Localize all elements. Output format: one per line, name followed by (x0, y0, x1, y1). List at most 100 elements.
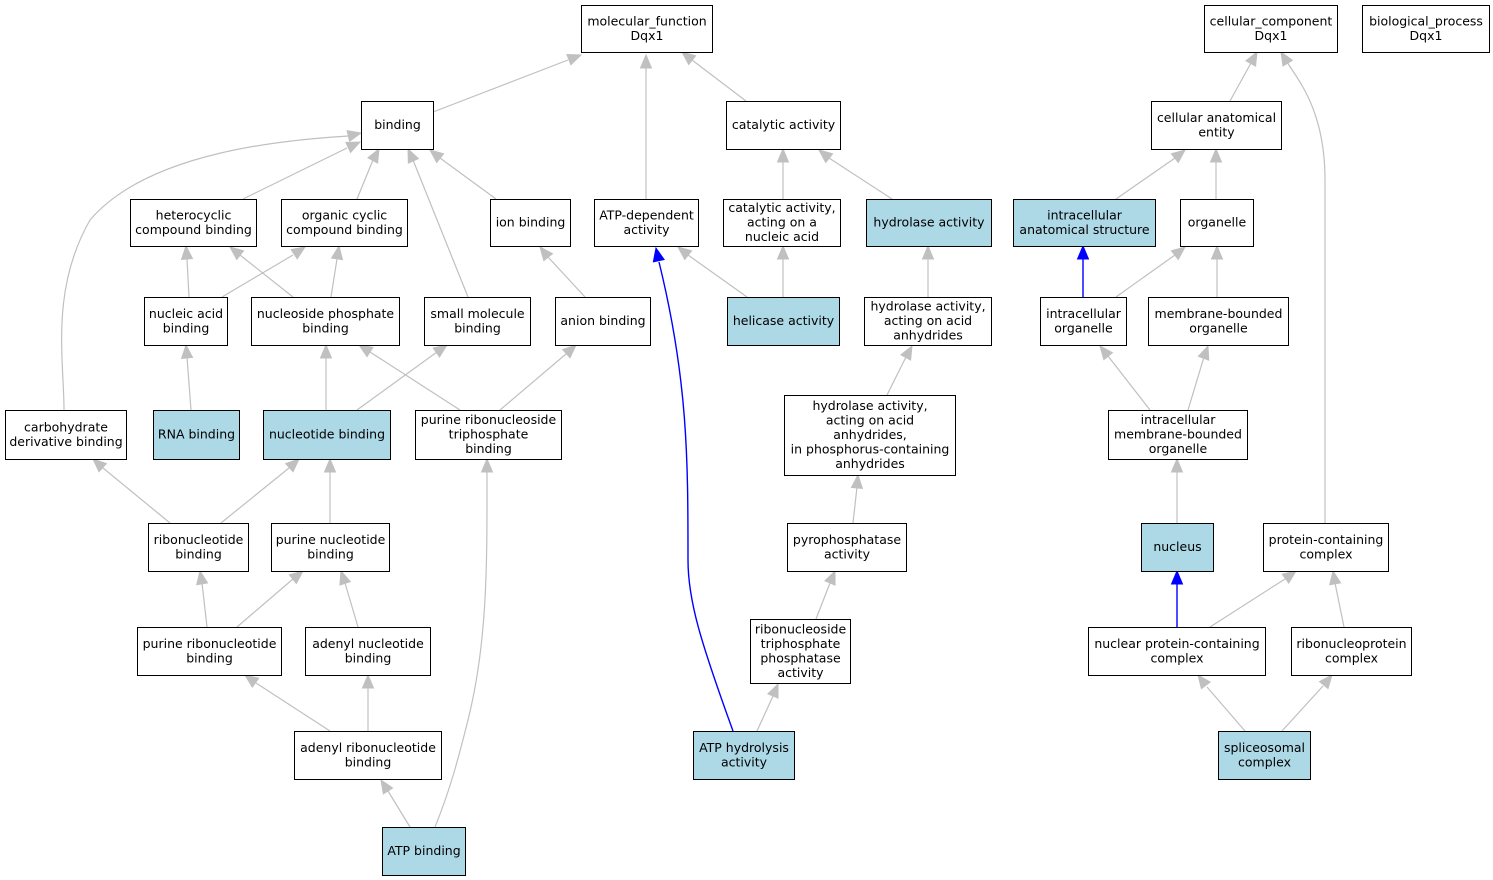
term-box (787, 523, 907, 572)
term-box (382, 827, 466, 876)
term-box (866, 199, 992, 247)
edge-adenylribo-to-adenyl (361, 673, 375, 731)
term-label-line: compound binding (286, 222, 403, 237)
term-label-line: small molecule (430, 306, 525, 321)
edge-arrowhead (561, 344, 577, 359)
term-label-line: acting on a (747, 215, 817, 230)
term-label-line: nucleoside phosphate (257, 306, 395, 321)
term-label-line: triphosphate (761, 636, 841, 651)
edge-anion-to-ion (539, 245, 586, 298)
term-node-rntp[interactable]: ribonucleosidetriphosphatephosphataseact… (750, 619, 851, 684)
edge-helicase-to-catnuc (776, 244, 790, 297)
term-label-line: membrane-bounded (1114, 427, 1242, 442)
term-node-catalytic[interactable]: catalytic activity (726, 101, 841, 150)
edge-line (886, 356, 907, 396)
edge-line (221, 254, 294, 298)
term-box (1218, 731, 1311, 780)
term-label-line: triphosphate (449, 427, 529, 442)
edge-atphyd-to-atpdep (652, 246, 734, 732)
edge-line (1334, 582, 1345, 628)
term-box (555, 297, 651, 346)
term-label-line: nucleic acid (745, 229, 819, 244)
edge-arrowhead (1170, 246, 1187, 261)
term-box (361, 101, 434, 150)
term-node-helicase[interactable]: helicase activity (727, 297, 840, 346)
term-label-line: catalytic activity, (728, 200, 835, 215)
edge-arrowhead (432, 344, 449, 358)
edge-helicase-to-atpdep (676, 246, 748, 298)
edge-arrowhead (339, 569, 352, 586)
term-label-line: purine ribonucleotide (143, 636, 277, 651)
term-label-line: protein-containing (1269, 532, 1384, 547)
term-node-hydrolase[interactable]: hydrolase activity (866, 199, 992, 247)
edge-rna-to-nucacid (180, 343, 194, 411)
term-label-line: pyrophosphatase (793, 532, 901, 547)
term-label-line: spliceosomal (1224, 740, 1305, 755)
edge-line (356, 351, 438, 411)
edge-arrowhead (817, 149, 834, 164)
edge-arrowhead (243, 674, 260, 688)
term-node-nucleotide[interactable]: nucleotide binding (263, 410, 391, 460)
term-node-hydphos[interactable]: hydrolase activity,acting on acidanhydri… (784, 395, 956, 476)
term-label-line: binding (374, 117, 421, 132)
edge-arrowhead (345, 141, 362, 154)
edge-arrowhead (566, 54, 583, 66)
term-label-line: phosphatase (760, 650, 841, 665)
term-node-atp[interactable]: ATP binding (382, 827, 466, 876)
term-node-ion[interactable]: ion binding (490, 199, 571, 247)
edge-hydphos-to-hydacid (886, 344, 913, 396)
edge-arrowhead (1280, 50, 1294, 67)
edge-organelle-to-cae (1209, 147, 1223, 199)
edge-arrowhead (1329, 569, 1342, 586)
term-node-anion[interactable]: anion binding (555, 297, 651, 346)
term-box (723, 199, 841, 247)
term-label-line: hydrolase activity, (870, 299, 985, 314)
term-label-line: ion binding (496, 215, 566, 230)
edge-arrowhead (290, 246, 307, 260)
term-label-line: ATP binding (387, 843, 460, 858)
term-box (148, 523, 249, 572)
term-node-hydacid[interactable]: hydrolase activity,acting on acidanhydri… (864, 297, 992, 346)
term-node-organelle[interactable]: organelle (1180, 199, 1254, 247)
edge-line (1107, 355, 1151, 411)
edges-layer (61, 50, 1345, 828)
term-label-line: biological_process (1369, 13, 1483, 28)
edge-arrowhead (824, 569, 836, 586)
edge-line (499, 353, 567, 411)
term-box (305, 627, 431, 676)
term-node-nucleus[interactable]: nucleus (1141, 523, 1214, 572)
term-node-rna[interactable]: RNA binding (153, 410, 240, 460)
term-node-binding[interactable]: binding (361, 101, 434, 150)
term-label-line: binding (345, 754, 392, 769)
edge-line (1115, 157, 1176, 200)
edge-arrowhead (1245, 50, 1258, 67)
